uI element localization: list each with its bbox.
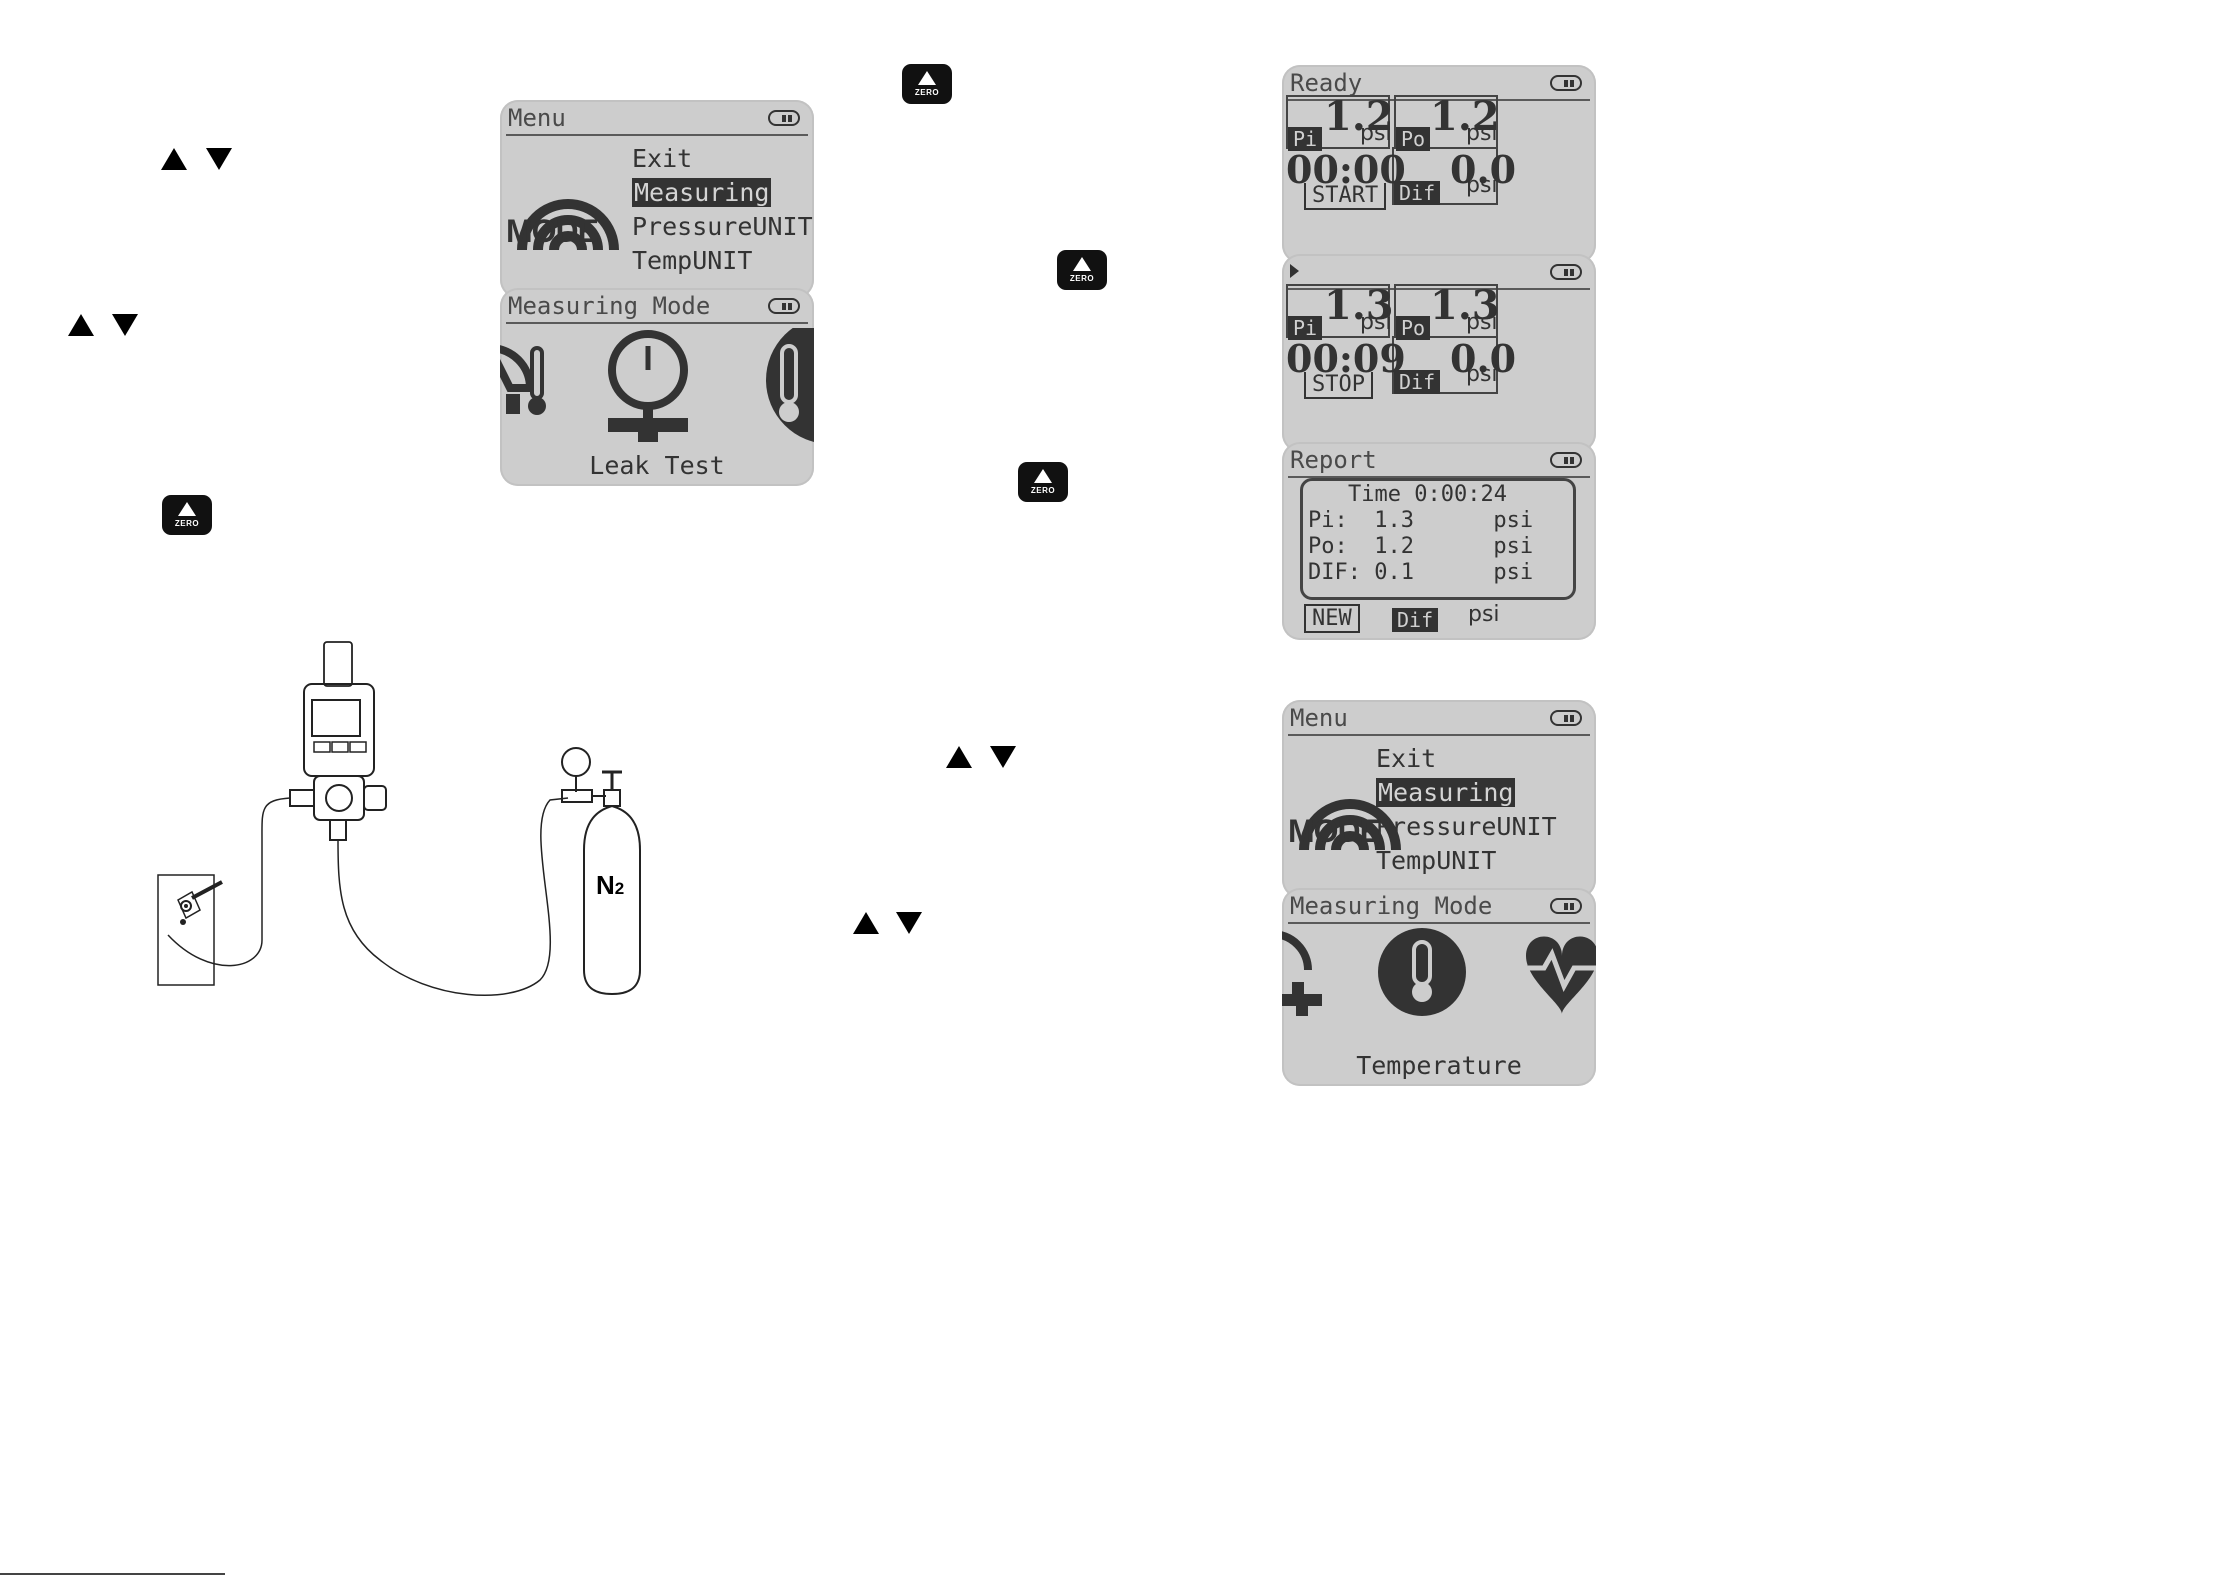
menu-item-exit: Exit xyxy=(632,144,693,173)
battery-icon xyxy=(768,298,800,314)
po-tag: Po xyxy=(1396,127,1431,151)
page-footer-line xyxy=(0,1573,225,1575)
lcd-ready-screen: Ready 1.2 Pi psi 1.2 Po psi 00:00 START … xyxy=(1282,65,1596,263)
up-arrow-icon xyxy=(68,314,94,336)
battery-icon xyxy=(1550,452,1582,468)
mode-caption: Leak Test xyxy=(589,451,725,480)
dif-tag: Dif xyxy=(1392,608,1439,632)
lcd-report-screen: Report Time 0:00:24 Pi: 1.3 psi Po: 1.2 … xyxy=(1282,442,1596,640)
menu-item-pressureunit: PressureUNIT xyxy=(1376,812,1557,841)
down-arrow-icon xyxy=(990,746,1016,768)
menu-item-pressureunit: PressureUNIT xyxy=(632,212,813,241)
stop-label: STOP xyxy=(1304,372,1373,399)
up-arrow-icon xyxy=(853,912,879,934)
screen-title: Menu xyxy=(508,104,566,132)
report-po: Po: 1.2 psi xyxy=(1308,534,1534,559)
lcd-measuring-mode-leak-screen: Measuring Mode Leak Test xyxy=(500,288,814,486)
down-arrow-icon xyxy=(896,912,922,934)
pi-tag: Pi xyxy=(1288,316,1323,340)
pi-tag: Pi xyxy=(1288,127,1323,151)
down-arrow-icon xyxy=(112,314,138,336)
dif-value: 0.0 xyxy=(1450,336,1517,381)
temperature-icons xyxy=(1282,928,1596,1016)
menu-list: Exit Measuring PressureUNIT TempUNIT xyxy=(1376,742,1557,878)
menu-item-measuring: Measuring xyxy=(1376,778,1516,807)
dif-tag: Dif xyxy=(1394,181,1441,205)
lcd-menu-screen: Menu MODE Exit Measuring PressureUNIT Te… xyxy=(500,100,814,298)
po-value: 1.2 xyxy=(1430,93,1500,140)
report-pi: Pi: 1.3 psi xyxy=(1308,508,1534,533)
lcd-running-screen: 1.3 Pi psi 1.3 Po psi 00:09 STOP 0.0 Dif… xyxy=(1282,254,1596,452)
mode-caption: Temperature xyxy=(1356,1051,1522,1080)
connection-diagram xyxy=(157,641,641,996)
zero-button-icon: ZERO xyxy=(1057,250,1107,290)
mode-logo-text: MODE xyxy=(1288,813,1381,849)
start-label: START xyxy=(1304,183,1387,210)
report-box xyxy=(1300,478,1576,600)
dif-tag: Dif xyxy=(1394,370,1441,394)
lcd-measuring-mode-temp-screen: Measuring Mode Temperature xyxy=(1282,888,1596,1086)
cylinder-label: N2 xyxy=(596,870,625,900)
up-arrow-icon xyxy=(946,746,972,768)
zero-button-icon: ZERO xyxy=(1018,462,1068,502)
report-time: Time 0:00:24 xyxy=(1348,482,1507,507)
screen-title: Menu xyxy=(1290,704,1348,732)
lcd-menu-screen: Menu MODE Exit Measuring PressureUNIT Te… xyxy=(1282,700,1596,898)
po-tag: Po xyxy=(1396,316,1431,340)
battery-icon xyxy=(768,110,800,126)
down-arrow-icon xyxy=(206,148,232,170)
pi-value: 1.2 xyxy=(1324,93,1394,140)
screen-title: Measuring Mode xyxy=(508,292,711,320)
mode-logo-icon xyxy=(1299,799,1401,851)
po-value: 1.3 xyxy=(1430,282,1500,329)
screen-title: Measuring Mode xyxy=(1290,892,1493,920)
menu-list: Exit Measuring PressureUNIT TempUNIT xyxy=(632,142,813,278)
report-dif: DIF: 0.1 psi xyxy=(1308,560,1534,585)
mode-logo-icon xyxy=(517,199,619,251)
dif-value: 0.0 xyxy=(1450,147,1517,192)
zero-button-icon: ZERO xyxy=(162,495,212,535)
play-icon xyxy=(1290,264,1299,278)
new-label: NEW xyxy=(1304,604,1360,633)
battery-icon xyxy=(1550,264,1582,280)
battery-icon xyxy=(1550,75,1582,91)
screen-title: Report xyxy=(1290,446,1377,474)
battery-icon xyxy=(1550,898,1582,914)
leak-test-icons xyxy=(500,328,814,442)
menu-item-tempunit: TempUNIT xyxy=(1376,846,1497,875)
zero-button-icon: ZERO xyxy=(902,64,952,104)
pi-value: 1.3 xyxy=(1324,282,1394,329)
mode-logo-text: MODE xyxy=(506,213,599,249)
up-arrow-icon xyxy=(161,148,187,170)
menu-item-tempunit: TempUNIT xyxy=(632,246,753,275)
menu-item-measuring: Measuring xyxy=(632,178,772,207)
menu-item-exit: Exit xyxy=(1376,744,1437,773)
battery-icon xyxy=(1550,710,1582,726)
screen-title: Ready xyxy=(1290,69,1363,97)
